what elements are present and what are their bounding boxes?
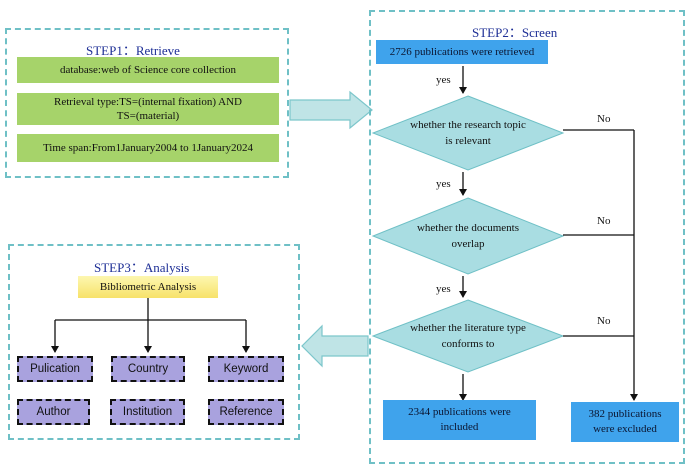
- step1-title: STEP1：Retrieve: [86, 43, 180, 58]
- step2-panel: [369, 10, 685, 464]
- author-box: Author: [17, 399, 90, 425]
- retrieval-line-1: Retrieval type:TS=(internal fixation) AN…: [54, 96, 242, 108]
- decision-2-line-1: whether the documents: [416, 222, 520, 234]
- no-label-2: No: [597, 215, 611, 227]
- decision-diamond-2: [371, 197, 565, 275]
- database-box: database:web of Science core collection: [17, 57, 279, 83]
- decision-1-text: whether the research topic is relevant: [398, 116, 538, 150]
- retrieval-type-box: Retrieval type:TS=(internal fixation) AN…: [17, 93, 279, 125]
- block-arrow-right: [289, 90, 373, 130]
- included-line-1: 2344 publications were: [408, 406, 511, 418]
- step2-title: STEP2：Screen: [472, 25, 558, 40]
- reference-box: Reference: [208, 399, 284, 425]
- yes-label-3: yes: [436, 283, 451, 295]
- yes-label-1: yes: [436, 74, 451, 86]
- included-box: 2344 publications were included: [383, 400, 536, 440]
- decision-2-line-2: overlap: [451, 238, 485, 250]
- decision-diamond-3: [371, 299, 565, 373]
- pulication-box: Pulication: [17, 356, 93, 382]
- bibliometric-analysis-box: Bibliometric Analysis: [78, 276, 218, 298]
- no-label-3: No: [597, 315, 611, 327]
- country-box: Country: [111, 356, 185, 382]
- decision-3-text: whether the literature type conforms to: [398, 319, 538, 353]
- excluded-line-2: were excluded: [593, 423, 657, 435]
- step3-title: STEP3：Analysis: [94, 260, 190, 275]
- excluded-box: 382 publications were excluded: [571, 402, 679, 442]
- time-span-box: Time span:From1January2004 to 1January20…: [17, 134, 279, 162]
- decision-3-line-1: whether the literature type: [410, 322, 526, 334]
- decision-2-text: whether the documents overlap: [398, 219, 538, 253]
- decision-1-line-2: is relevant: [445, 135, 491, 147]
- block-arrow-left: [301, 324, 369, 368]
- included-line-2: included: [440, 421, 479, 433]
- retrieved-box: 2726 publications were retrieved: [376, 40, 548, 64]
- keyword-box: Keyword: [208, 356, 284, 382]
- yes-label-2: yes: [436, 178, 451, 190]
- step3-panel: [8, 244, 300, 440]
- retrieval-line-2: TS=(material): [116, 110, 180, 122]
- step1-panel: [5, 28, 289, 178]
- institution-box: Institution: [110, 399, 185, 425]
- excluded-line-1: 382 publications: [588, 408, 662, 420]
- no-label-1: No: [597, 113, 611, 125]
- decision-3-line-2: conforms to: [441, 338, 495, 350]
- decision-diamond-1: [371, 95, 565, 171]
- decision-1-line-1: whether the research topic: [410, 119, 526, 131]
